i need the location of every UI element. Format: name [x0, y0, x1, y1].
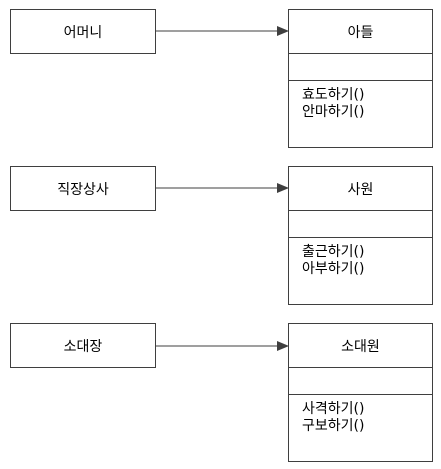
source-box-boss[interactable]: 직장상사	[10, 166, 156, 211]
source-box-mother[interactable]: 어머니	[10, 9, 156, 54]
class-attributes	[289, 211, 432, 238]
method-item: 사격하기()	[302, 401, 365, 417]
source-label: 소대장	[63, 338, 103, 355]
class-name: 아들	[289, 10, 432, 54]
class-methods: 효도하기() 안마하기()	[289, 81, 432, 147]
class-box-soldier[interactable]: 소대원 사격하기() 구보하기()	[288, 323, 433, 462]
method-item: 안마하기()	[302, 104, 365, 120]
class-attributes	[289, 368, 432, 395]
class-box-employee[interactable]: 사원 출근하기() 아부하기()	[288, 166, 433, 305]
class-name: 사원	[289, 167, 432, 211]
method-item: 효도하기()	[302, 87, 365, 103]
source-label: 직장상사	[57, 181, 109, 198]
class-name: 소대원	[289, 324, 432, 368]
source-label: 어머니	[63, 24, 103, 41]
method-item: 아부하기()	[302, 261, 365, 277]
source-box-platoon-leader[interactable]: 소대장	[10, 323, 156, 368]
class-methods: 출근하기() 아부하기()	[289, 238, 432, 304]
class-box-son[interactable]: 아들 효도하기() 안마하기()	[288, 9, 433, 148]
class-methods: 사격하기() 구보하기()	[289, 395, 432, 461]
method-item: 출근하기()	[302, 244, 365, 260]
class-attributes	[289, 54, 432, 81]
method-item: 구보하기()	[302, 418, 365, 434]
